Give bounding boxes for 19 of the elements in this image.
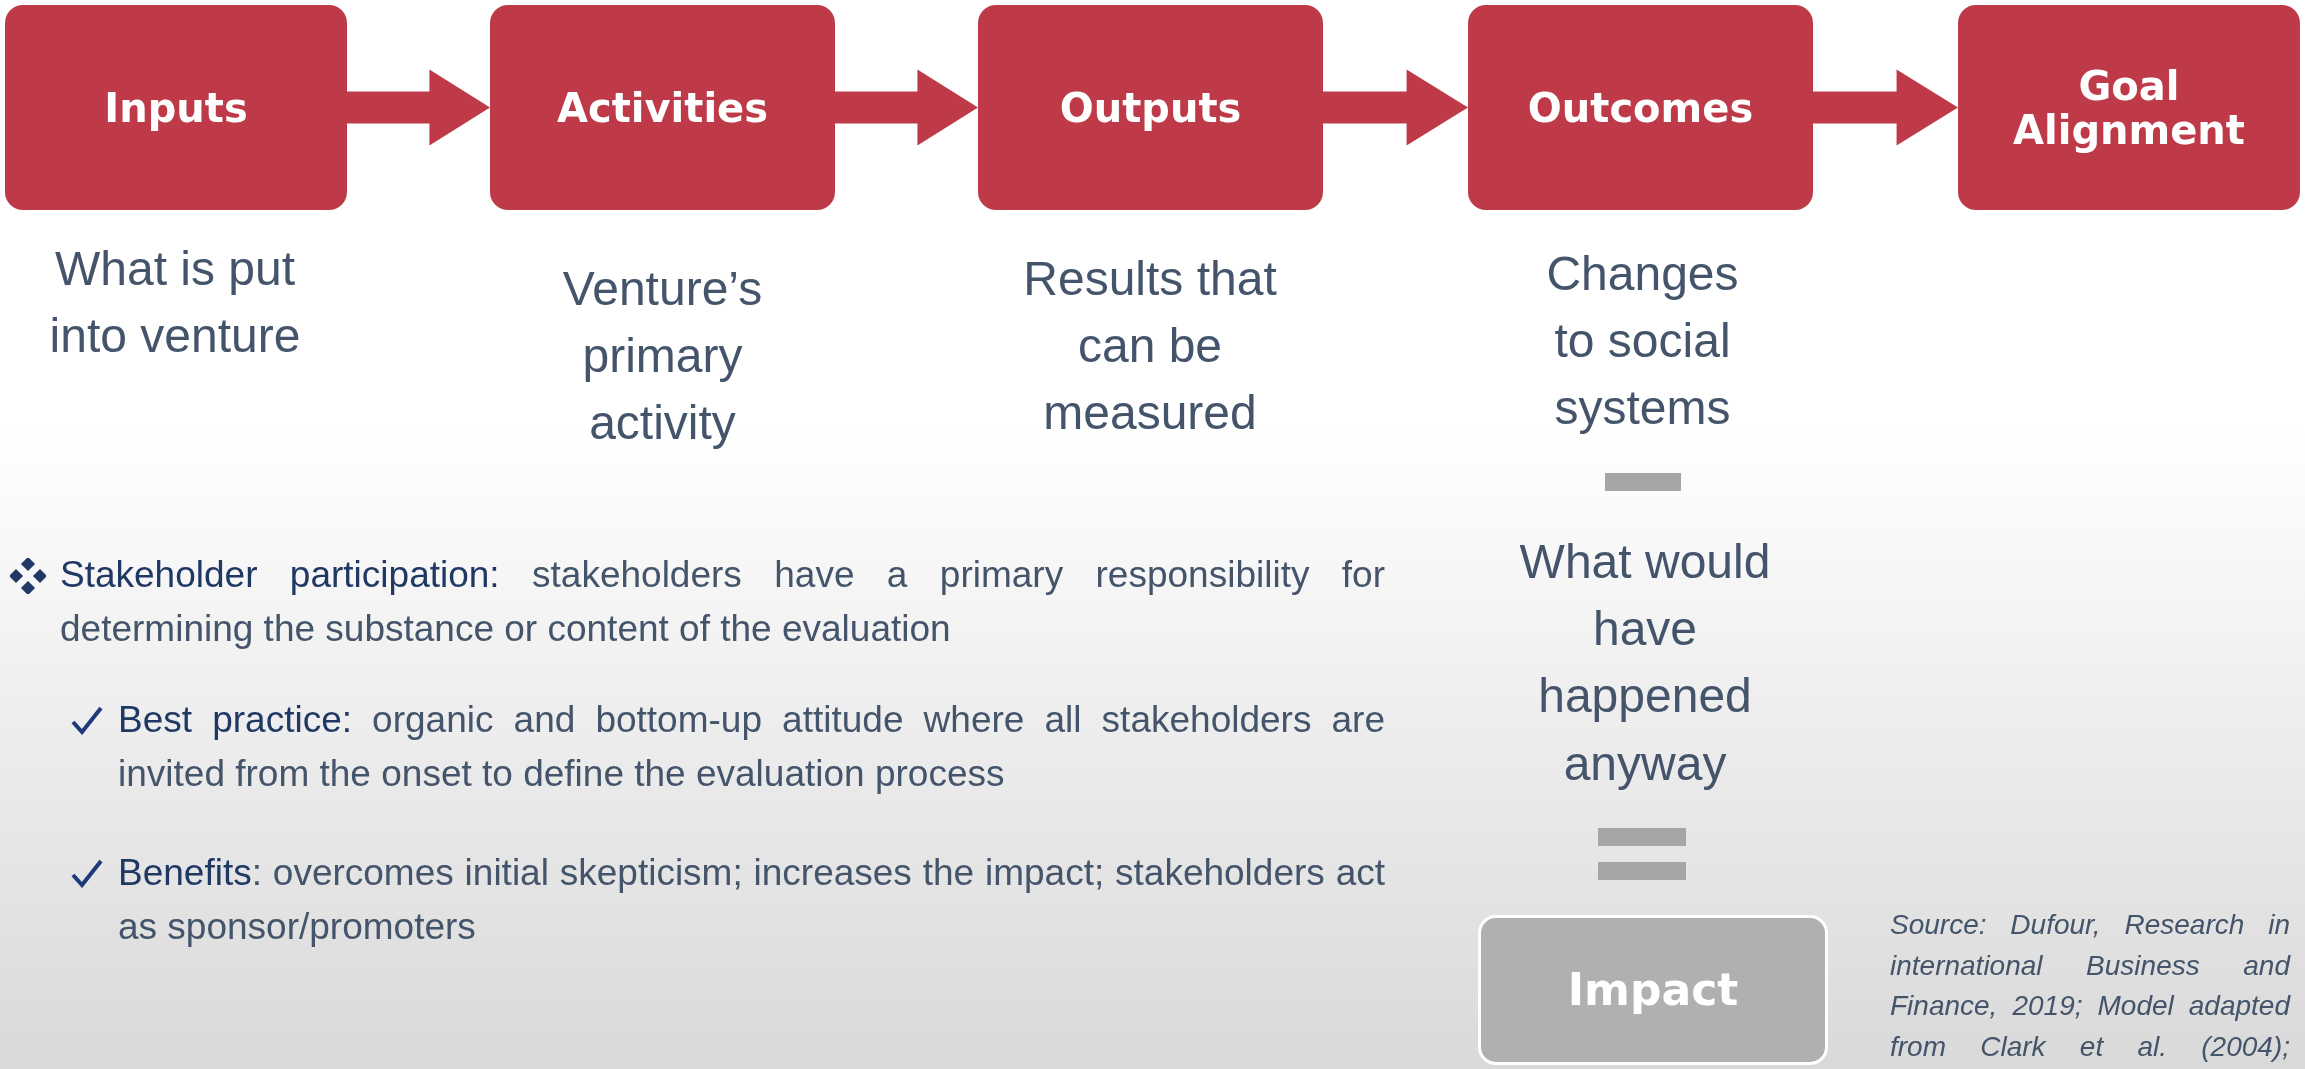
- stage-box: Activities: [490, 5, 835, 210]
- stage-description: Venture’s primary activity: [561, 261, 764, 452]
- block-arrow: [1813, 69, 1958, 146]
- bullet-text: Stakeholder participation: stakeholders have a primary responsibility for determining the substance or content of the evaluation: [60, 553, 1385, 651]
- block-arrow: [835, 69, 978, 146]
- counterfactual-text: What would have happened anyway: [1518, 534, 1772, 792]
- stage-box: Outputs: [978, 5, 1323, 210]
- stage-box: Goal Alignment: [1958, 5, 2300, 210]
- bullet-text: Best practice: organic and bottom-up attitude where all stakeholders are invited from the onset to define the evaluation process: [118, 698, 1385, 796]
- stage-box: Outcomes: [1468, 5, 1813, 210]
- stage-box: Inputs: [5, 5, 347, 210]
- source-note: Source: Dufour, Research in international Business and Finance, 2019; Model adapted from Clark et al. (2004);: [1890, 908, 2290, 1064]
- block-arrow: [347, 69, 490, 146]
- stage-description: Changes to social systems: [1545, 246, 1740, 437]
- result-box: Impact: [1478, 915, 1828, 1065]
- bullet-text: Benefits: overcomes initial skepticism; increases the impact; stakeholders act as sponsor/promoters: [118, 851, 1385, 949]
- block-arrow: [1323, 69, 1468, 146]
- stage-description: Results that can be measured: [1022, 251, 1278, 442]
- stage-description: What is put into venture: [48, 241, 302, 365]
